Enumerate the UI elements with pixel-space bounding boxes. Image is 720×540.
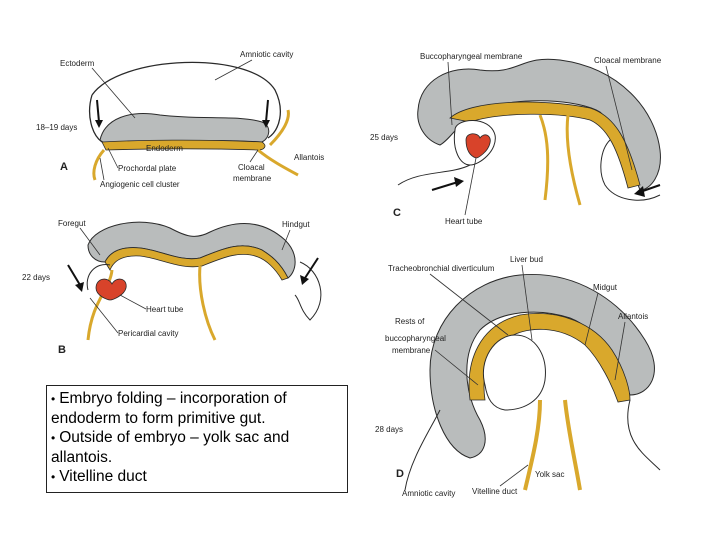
panel-d-age: 28 days: [375, 425, 403, 434]
panel-b-amnion-right: [294, 261, 322, 321]
panel-a-letter: A: [60, 161, 68, 173]
panel-d-label-midgut: Midgut: [593, 283, 618, 292]
panel-b-gut-endoderm: [104, 245, 289, 281]
panel-b-pericardial-cavity: [86, 264, 111, 291]
panel-b-label-heart-tube: Heart tube: [146, 305, 184, 314]
panel-a-embryonic-disc: [99, 113, 270, 145]
panel-c-gut: [449, 101, 641, 189]
panel-a-yolk-sac-wall: [92, 148, 299, 181]
panel-a-arrow-right: [265, 99, 269, 123]
panel-a: Ectoderm Amniotic cavity 18–19 days A En…: [36, 50, 324, 189]
panel-a-label-endoderm: Endoderm: [146, 144, 183, 153]
panel-b-age: 22 days: [22, 273, 50, 282]
panel-d-amnion: [404, 399, 661, 491]
panel-a-label-allantois: Allantois: [294, 153, 324, 162]
caption-box: Embryo folding – incorporation of endode…: [46, 385, 348, 493]
panel-d: Tracheobronchial diverticulum Liver bud …: [375, 255, 661, 498]
caption-line-1: Embryo folding – incorporation of endode…: [51, 389, 343, 428]
panel-a-endoderm: [101, 139, 266, 151]
panel-a-amnion-left: [88, 94, 103, 143]
panel-b-arrow-right: [304, 257, 319, 279]
panel-d-label-rests-1: Rests of: [395, 317, 425, 326]
panel-c-age: 25 days: [370, 133, 398, 142]
panel-a-amniotic-cavity: [91, 61, 281, 139]
panel-b-letter: B: [58, 344, 66, 356]
panel-a-label-ectoderm: Ectoderm: [60, 59, 95, 68]
panel-d-label-tracheobronchial: Tracheobronchial diverticulum: [388, 264, 495, 273]
panel-a-allantois: [268, 109, 290, 147]
panel-c-heart-tube: [465, 133, 491, 159]
panel-d-vitelline-duct: [523, 399, 582, 491]
panel-a-age: 18–19 days: [36, 123, 77, 132]
panel-c-arrow-right-head: [634, 186, 645, 197]
panel-b-yolk-sac-wall: [86, 265, 217, 341]
panel-c-arrow-left-head: [454, 177, 464, 187]
panel-b-heart-tube: [95, 278, 127, 301]
panel-a-label-cloacal-1: Cloacal: [238, 163, 265, 172]
panel-b-arrow-left: [67, 264, 81, 286]
panel-b-arrow-left-head: [75, 282, 84, 292]
panel-c-vitelline-stalk: [538, 114, 582, 206]
panel-d-label-rests-3: membrane: [392, 346, 431, 355]
caption-line-3: Vitelline duct: [51, 467, 343, 487]
panel-d-label-vitelline-duct: Vitelline duct: [472, 487, 518, 496]
panel-a-label-angiogenic-cluster: Angiogenic cell cluster: [100, 180, 180, 189]
panel-d-label-yolk-sac: Yolk sac: [535, 470, 565, 479]
panel-b-label-foregut: Foregut: [58, 219, 86, 228]
panel-c-label-cloacal: Cloacal membrane: [594, 56, 662, 65]
panel-d-label-liver-bud: Liver bud: [510, 255, 543, 264]
panel-b-label-hindgut: Hindgut: [282, 220, 310, 229]
panel-a-label-prochordal-plate: Prochordal plate: [118, 164, 177, 173]
panel-d-foregut-cavity: [483, 334, 546, 411]
panel-a-arrow-right-head: [262, 120, 270, 128]
panel-a-label-amniotic-cavity: Amniotic cavity: [240, 50, 293, 59]
panel-c-amnion: [397, 139, 661, 201]
panel-c-label-buccopharyngeal: Buccopharyngeal membrane: [420, 52, 523, 61]
panel-c: Buccopharyngeal membrane Cloacal membran…: [370, 52, 662, 226]
panel-a-label-cloacal-2: membrane: [233, 174, 272, 183]
panel-b: Foregut Hindgut 22 days Heart tube Peric…: [22, 219, 322, 356]
panel-b-label-pericardial-cavity: Pericardial cavity: [118, 329, 178, 338]
caption-line-2: Outside of embryo – yolk sac and allanto…: [51, 428, 343, 467]
panel-b-arrow-right-head: [300, 275, 309, 285]
panel-d-label-rests-2: buccopharyngeal: [385, 334, 446, 343]
panel-a-arrow-left: [96, 99, 100, 123]
panel-d-label-amniotic-cavity: Amniotic cavity: [402, 489, 455, 498]
panel-c-letter: C: [393, 207, 401, 219]
panel-d-letter: D: [396, 468, 404, 480]
panel-a-arrow-left-head: [95, 120, 103, 128]
panel-c-label-heart-tube: Heart tube: [445, 217, 483, 226]
panel-d-label-allantois: Allantois: [618, 312, 648, 321]
panel-c-arrow-left: [431, 181, 459, 191]
